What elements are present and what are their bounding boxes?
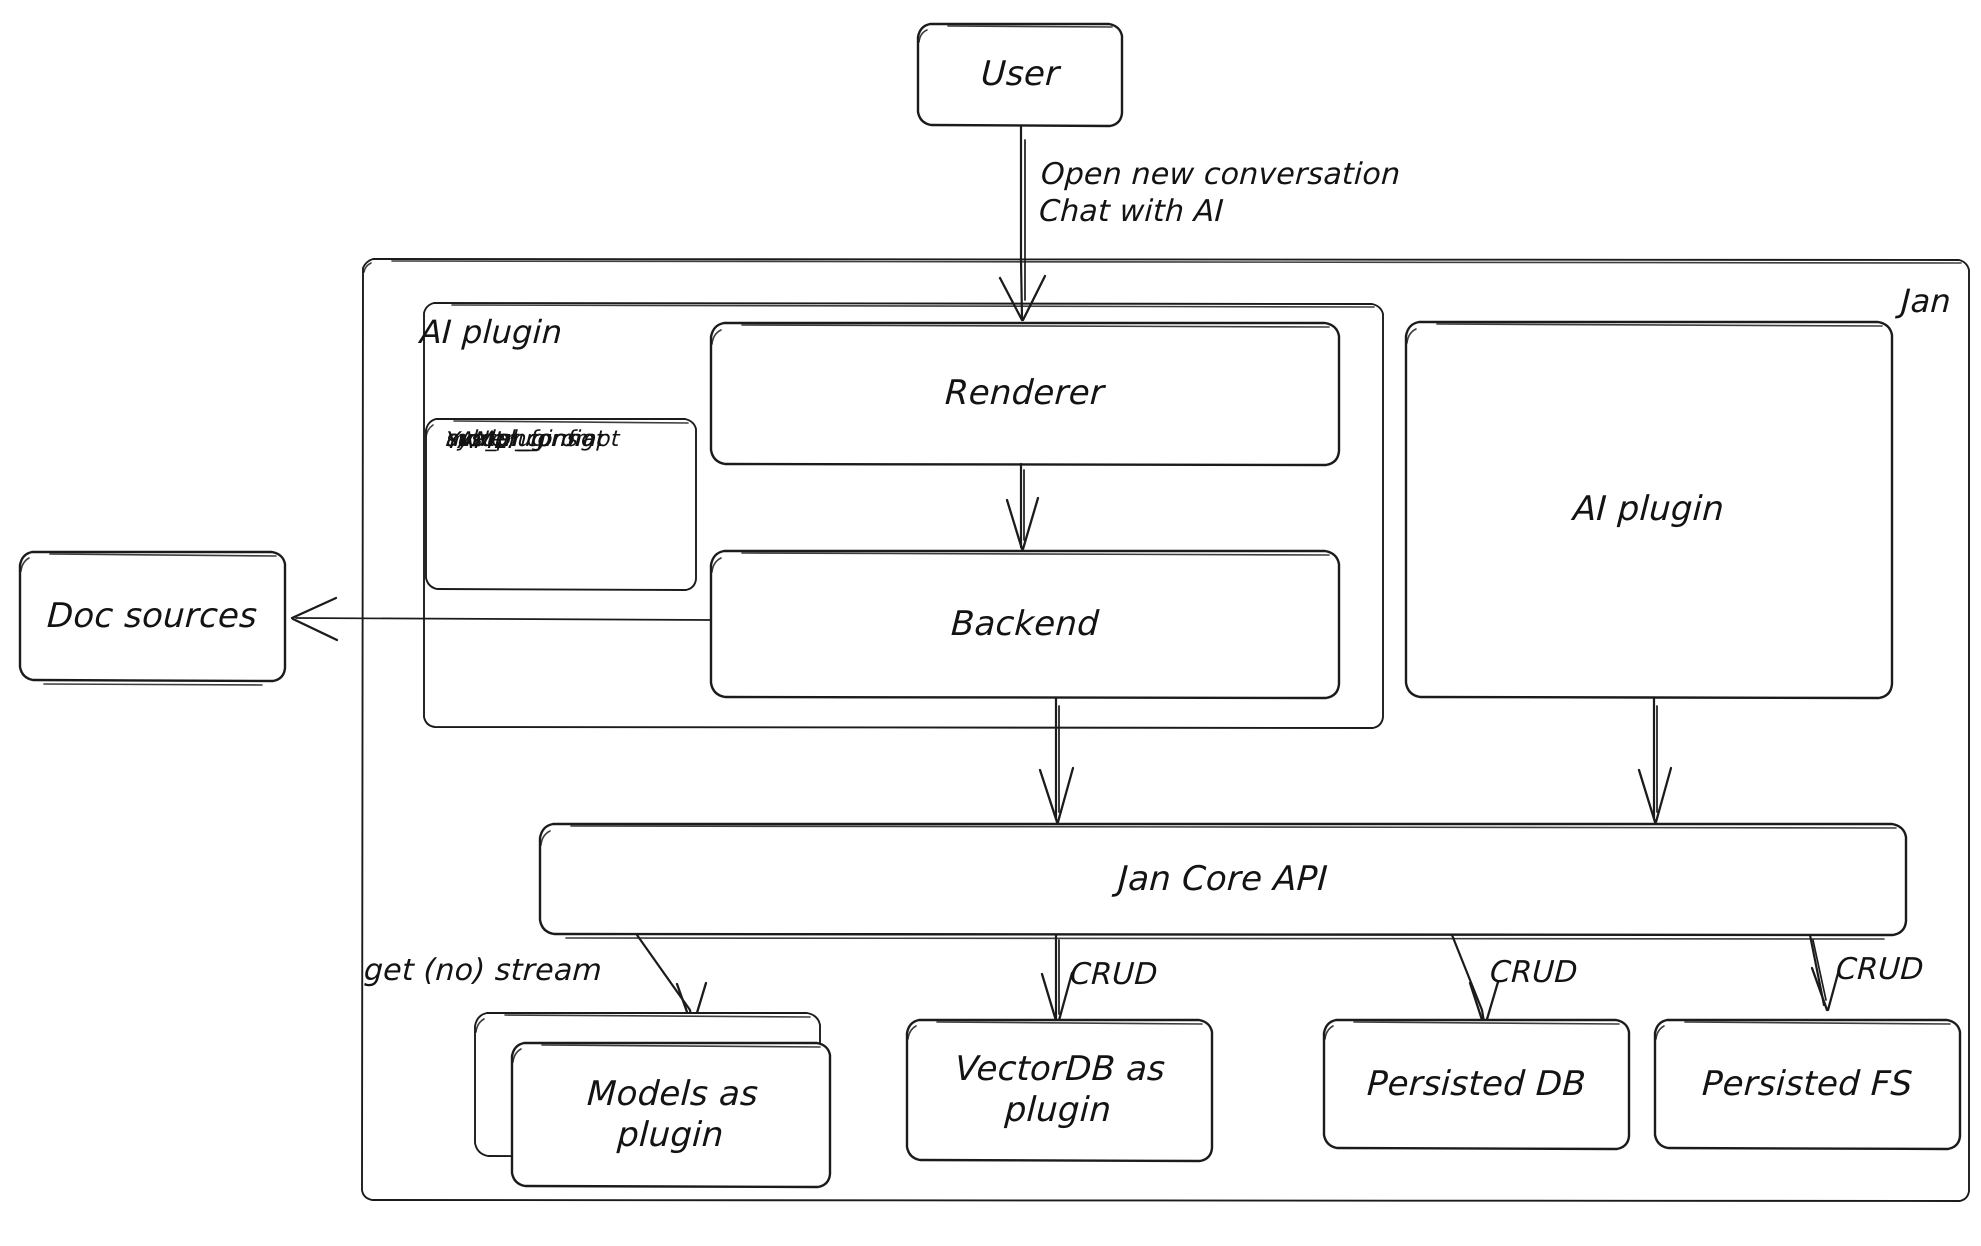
- edge-label-user-to-renderer: Open new conversation Chat with AI: [1038, 157, 1402, 229]
- edge-label-core-to-vectordb: CRUD: [1069, 957, 1159, 992]
- node-vectordb-plugin[interactable]: [905, 1018, 1214, 1163]
- edge-backend-to-doc-sources: [290, 596, 712, 642]
- edge-user-to-renderer: [998, 124, 1047, 322]
- node-backend[interactable]: [709, 549, 1341, 700]
- edge-label-core-to-persisted-fs: CRUD: [1835, 952, 1925, 987]
- edge-renderer-to-backend: [1005, 462, 1040, 551]
- node-doc-sources[interactable]: [18, 550, 287, 686]
- node-persisted-db[interactable]: [1322, 1018, 1631, 1151]
- edge-core-to-vectordb: [1040, 933, 1074, 1026]
- node-user[interactable]: [916, 22, 1124, 128]
- node-ai-plugin-box[interactable]: [1404, 320, 1894, 700]
- node-persisted-fs[interactable]: [1653, 1018, 1962, 1151]
- container-label-ai-plugin-group: AI plugin: [419, 313, 564, 351]
- card-yaml: [425, 418, 697, 591]
- node-models-plugin[interactable]: [474, 1012, 832, 1189]
- edge-backend-to-core: [1038, 696, 1075, 824]
- edge-core-to-persisted-fs: [1808, 933, 1842, 1012]
- node-renderer[interactable]: [709, 321, 1341, 467]
- edge-aiplugin-to-core: [1637, 696, 1673, 824]
- node-jan-core-api[interactable]: [538, 822, 1908, 940]
- container-label-jan: Jan: [1900, 282, 1953, 320]
- edge-label-core-to-models: get (no) stream: [363, 953, 603, 988]
- edge-label-core-to-persisted-db: CRUD: [1489, 955, 1579, 990]
